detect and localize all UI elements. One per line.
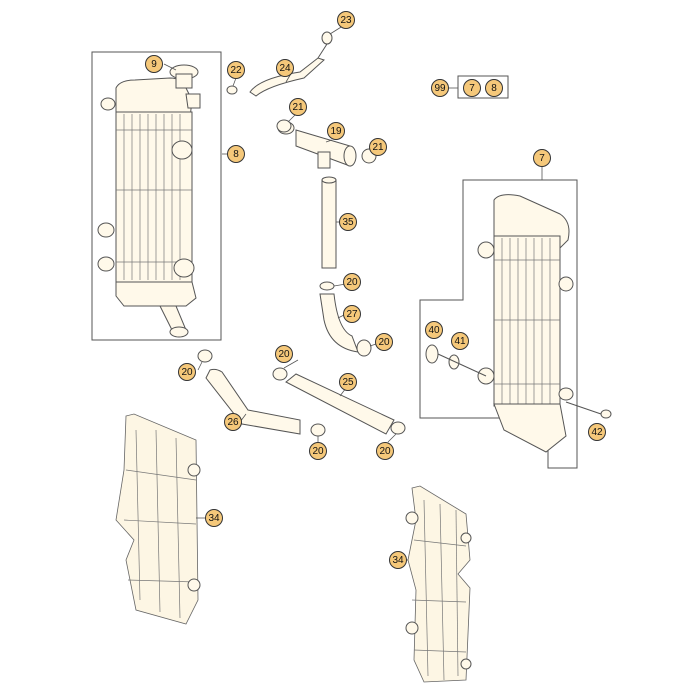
callout-label: 20 bbox=[278, 349, 290, 360]
callout-40: 40 bbox=[425, 321, 443, 339]
callout-20: 20 bbox=[309, 442, 327, 460]
callout-circle bbox=[227, 61, 245, 79]
callout-20: 20 bbox=[343, 273, 361, 291]
callout-circle bbox=[389, 551, 407, 569]
callout-circle bbox=[588, 423, 606, 441]
callout-label: 41 bbox=[454, 336, 466, 347]
callout-24: 24 bbox=[276, 59, 294, 77]
callout-label: 40 bbox=[428, 325, 440, 336]
callout-label: 20 bbox=[379, 446, 391, 457]
callout-circle bbox=[227, 145, 245, 163]
callout-circle bbox=[178, 363, 196, 381]
callout-circle bbox=[224, 413, 242, 431]
callout-20: 20 bbox=[375, 333, 393, 351]
callout-circle bbox=[343, 273, 361, 291]
left-radiator-shroud bbox=[115, 413, 201, 625]
callout-20: 20 bbox=[275, 345, 293, 363]
callout-label: 23 bbox=[340, 15, 352, 26]
callout-label: 21 bbox=[372, 142, 384, 153]
callout-label: 8 bbox=[233, 149, 239, 160]
callout-circle bbox=[425, 321, 443, 339]
callout-circle bbox=[375, 333, 393, 351]
callout-circle bbox=[485, 79, 503, 97]
callout-25: 25 bbox=[339, 373, 357, 391]
callout-label: 26 bbox=[227, 417, 239, 428]
callout-23: 23 bbox=[337, 11, 355, 29]
callout-circle bbox=[343, 305, 361, 323]
callout-19: 19 bbox=[327, 122, 345, 140]
callout-27: 27 bbox=[343, 305, 361, 323]
callout-label: 27 bbox=[346, 309, 358, 320]
callout-21: 21 bbox=[369, 138, 387, 156]
callout-22: 22 bbox=[227, 61, 245, 79]
kit-box bbox=[457, 75, 509, 99]
callout-8: 8 bbox=[485, 79, 503, 97]
callout-label: 21 bbox=[292, 102, 304, 113]
callout-35: 35 bbox=[339, 213, 357, 231]
lower-hose-assembly bbox=[197, 349, 406, 437]
callout-label: 35 bbox=[342, 217, 354, 228]
callout-circle bbox=[376, 442, 394, 460]
callout-8: 8 bbox=[227, 145, 245, 163]
callout-circle bbox=[145, 55, 163, 73]
callout-label: 34 bbox=[208, 513, 220, 524]
callout-circle bbox=[451, 332, 469, 350]
callout-circle bbox=[337, 11, 355, 29]
callout-41: 41 bbox=[451, 332, 469, 350]
callout-20: 20 bbox=[178, 363, 196, 381]
callout-label: 19 bbox=[330, 126, 342, 137]
callout-circle bbox=[339, 373, 357, 391]
callout-circle bbox=[369, 138, 387, 156]
callout-circle bbox=[463, 79, 481, 97]
callout-label: 99 bbox=[434, 83, 446, 94]
callout-26: 26 bbox=[224, 413, 242, 431]
left-radiator-frame bbox=[91, 51, 222, 341]
callout-circle bbox=[533, 149, 551, 167]
callout-7: 7 bbox=[463, 79, 481, 97]
callout-circle bbox=[276, 59, 294, 77]
callout-label: 9 bbox=[151, 59, 157, 70]
callout-9: 9 bbox=[145, 55, 163, 73]
left-radiator bbox=[97, 64, 201, 338]
callout-label: 34 bbox=[392, 555, 404, 566]
callout-42: 42 bbox=[588, 423, 606, 441]
callout-label: 42 bbox=[591, 427, 603, 438]
callout-21: 21 bbox=[289, 98, 307, 116]
callout-label: 7 bbox=[539, 153, 545, 164]
callout-label: 22 bbox=[230, 65, 242, 76]
callout-circle bbox=[339, 213, 357, 231]
callout-34: 34 bbox=[205, 509, 223, 527]
callout-7: 7 bbox=[533, 149, 551, 167]
callout-label: 24 bbox=[279, 63, 291, 74]
callout-34: 34 bbox=[389, 551, 407, 569]
callout-circle bbox=[431, 79, 449, 97]
callout-circle bbox=[275, 345, 293, 363]
callout-circle bbox=[289, 98, 307, 116]
callout-circle bbox=[327, 122, 345, 140]
callout-label: 20 bbox=[378, 337, 390, 348]
callout-circle bbox=[205, 509, 223, 527]
callout-label: 25 bbox=[342, 377, 354, 388]
upper-hose-assembly bbox=[226, 31, 377, 357]
right-radiator-shroud bbox=[405, 485, 472, 683]
callout-20: 20 bbox=[376, 442, 394, 460]
callout-label: 7 bbox=[469, 83, 475, 94]
right-radiator bbox=[425, 194, 612, 453]
callout-circle bbox=[309, 442, 327, 460]
callout-99: 99 bbox=[431, 79, 449, 97]
callout-label: 20 bbox=[312, 446, 324, 457]
callout-layer: 9 8 22 23 24 21 19 21 35 20 27 20 99 7 8 7 40 41 42 20 20 25 2… bbox=[145, 11, 606, 569]
callout-label: 20 bbox=[346, 277, 358, 288]
callout-label: 8 bbox=[491, 83, 497, 94]
callout-label: 20 bbox=[181, 367, 193, 378]
